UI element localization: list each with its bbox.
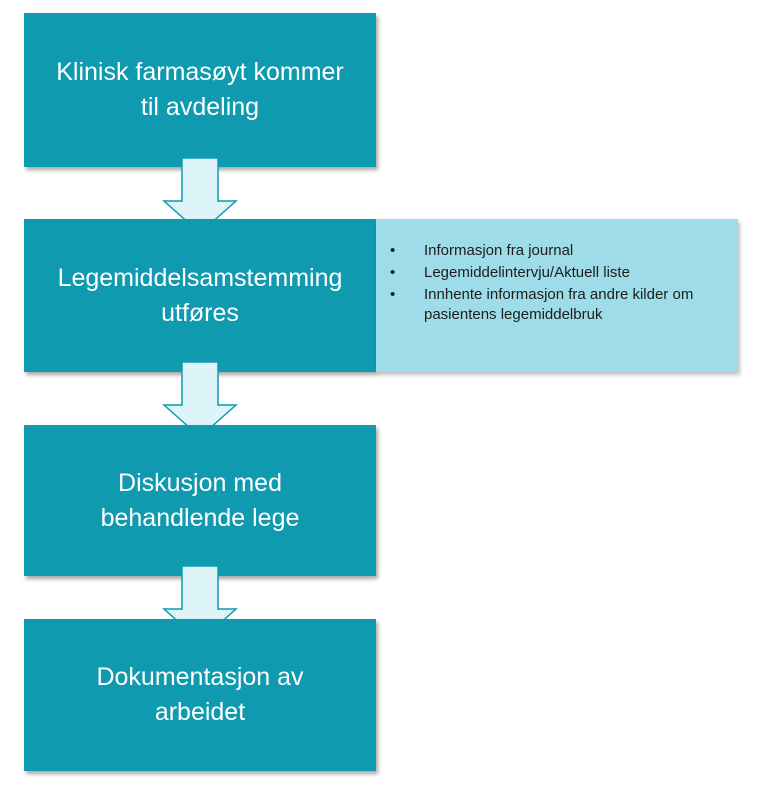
step-3-box: Diskusjon med behandlende lege bbox=[24, 425, 376, 576]
step-2-box: Legemiddelsamstemming utføres bbox=[24, 219, 376, 372]
details-list: • Informasjon fra journal • Legemiddelinte… bbox=[390, 241, 718, 325]
step-3-label: Diskusjon med behandlende lege bbox=[100, 468, 300, 532]
down-arrow-icon-2 bbox=[162, 361, 238, 439]
step-2-label: Legemiddelsamstemming utføres bbox=[57, 263, 343, 327]
details-item-1: • Informasjon fra journal bbox=[390, 241, 718, 261]
bullet-icon: • bbox=[390, 264, 396, 281]
details-item-3: • Innhente informasjon fra andre kilder o… bbox=[390, 285, 718, 325]
down-arrow-icon-1 bbox=[162, 157, 238, 235]
step-4-box: Dokumentasjon av arbeidet bbox=[24, 619, 376, 771]
details-item-2: • Legemiddelintervju/Aktuell liste bbox=[390, 263, 718, 283]
bullet-icon: • bbox=[390, 242, 396, 259]
details-item-2-text: Legemiddelintervju/Aktuell liste bbox=[424, 264, 630, 281]
step-1-label: Klinisk farmasøyt kommer til avdeling bbox=[56, 58, 344, 121]
step-1-box: Klinisk farmasøyt kommer til avdeling bbox=[24, 13, 376, 167]
details-item-3-text: Innhente informasjon fra andre kilder om… bbox=[424, 286, 694, 323]
details-item-1-text: Informasjon fra journal bbox=[424, 242, 574, 259]
step-4-label: Dokumentasjon av arbeidet bbox=[96, 663, 304, 726]
details-panel: • Informasjon fra journal • Legemiddelinte… bbox=[376, 219, 738, 372]
bullet-icon: • bbox=[390, 286, 396, 303]
